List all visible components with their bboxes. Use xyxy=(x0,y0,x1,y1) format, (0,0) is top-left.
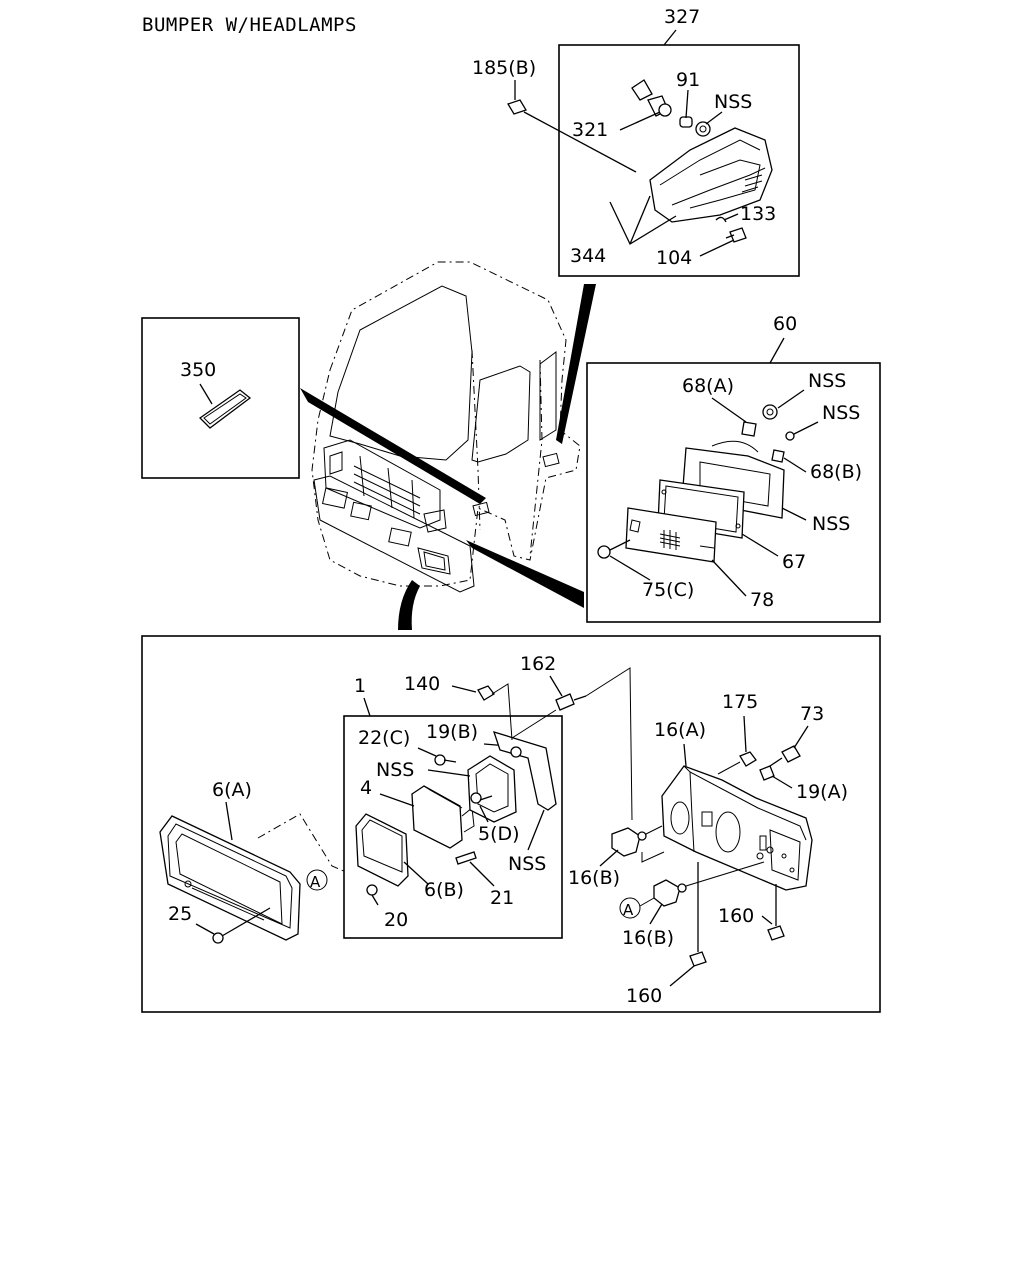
label-75c: 75(C) xyxy=(642,579,694,601)
label-nss-6: NSS xyxy=(508,853,546,875)
ref-a-2 xyxy=(619,897,641,919)
clip-185b xyxy=(507,99,527,115)
label-68a: 68(A) xyxy=(682,375,734,397)
label-185b: 185(B) xyxy=(472,57,536,79)
label-6b: 6(B) xyxy=(424,879,464,901)
label-nss-4: NSS xyxy=(812,513,850,535)
screw-75c xyxy=(597,539,631,559)
screw-104 xyxy=(725,227,747,243)
clip-133 xyxy=(715,216,727,223)
socket-321 xyxy=(631,79,672,117)
ref-a-1 xyxy=(306,869,328,891)
ref-a-1-label: A xyxy=(310,873,321,891)
bolt-73 xyxy=(769,745,801,767)
pin-21 xyxy=(455,851,477,865)
truck-cab xyxy=(311,261,581,593)
label-78: 78 xyxy=(750,589,774,611)
washer-nss-2 xyxy=(785,431,795,441)
label-68b: 68(B) xyxy=(810,461,862,483)
label-19b: 19(B) xyxy=(426,721,478,743)
label-60: 60 xyxy=(773,313,797,335)
label-91: 91 xyxy=(676,69,700,91)
label-4: 4 xyxy=(360,777,372,799)
label-20: 20 xyxy=(384,909,408,931)
headlamp-bracket xyxy=(467,731,557,823)
socket-nss xyxy=(762,404,778,420)
label-16b-2: 16(B) xyxy=(622,927,674,949)
label-160-b: 160 xyxy=(626,985,662,1007)
bezel-6a xyxy=(159,815,301,941)
box-327: 327 91 NSS xyxy=(558,6,800,277)
label-344: 344 xyxy=(570,245,606,267)
box-60: 60 68(A) NSS NSS xyxy=(586,313,881,623)
label-350: 350 xyxy=(180,359,216,381)
leader-wedge-bumper xyxy=(398,580,420,630)
box-1 xyxy=(343,715,563,939)
bracket-16a xyxy=(661,765,813,891)
label-nss-5: NSS xyxy=(376,759,414,781)
diagram-title: BUMPER W/HEADLAMPS xyxy=(142,14,357,36)
side-marker-lamp xyxy=(649,127,773,223)
label-16a: 16(A) xyxy=(654,719,706,741)
box-350: 350 xyxy=(141,317,300,479)
screw-25 xyxy=(212,907,271,944)
box-headlamp: 1 6(A) 25 A 6(B) xyxy=(141,635,881,1013)
label-104: 104 xyxy=(656,247,692,269)
bulb-68a xyxy=(741,421,757,437)
label-133: 133 xyxy=(740,203,776,225)
bracket-16b-upper xyxy=(611,825,663,857)
bolt-162 xyxy=(555,693,587,711)
nut-140 xyxy=(477,685,495,701)
label-67: 67 xyxy=(782,551,806,573)
reflector-350 xyxy=(198,389,252,429)
label-5d: 5(D) xyxy=(478,823,520,845)
label-160-a: 160 xyxy=(718,905,754,927)
headlamp-4 xyxy=(411,785,475,849)
label-nss-1: NSS xyxy=(714,91,752,113)
leader-wedge-327 xyxy=(556,284,596,444)
nut-175 xyxy=(739,751,757,767)
label-6a: 6(A) xyxy=(212,779,252,801)
screw-20 xyxy=(366,884,378,896)
label-nss-3: NSS xyxy=(822,402,860,424)
label-1: 1 xyxy=(354,675,366,697)
adjuster-5d xyxy=(470,792,493,804)
label-19a: 19(A) xyxy=(796,781,848,803)
ref-a-2-label: A xyxy=(623,901,634,919)
label-321: 321 xyxy=(572,119,608,141)
label-25: 25 xyxy=(168,903,192,925)
label-140: 140 xyxy=(404,673,440,695)
label-162: 162 xyxy=(520,653,556,675)
label-22c: 22(C) xyxy=(358,727,410,749)
label-175: 175 xyxy=(722,691,758,713)
label-21: 21 xyxy=(490,887,514,909)
screw-22c xyxy=(434,754,457,766)
label-nss-2: NSS xyxy=(808,370,846,392)
rim-6b xyxy=(355,813,409,887)
bulb-91 xyxy=(679,116,693,128)
label-327: 327 xyxy=(664,6,700,28)
leader-wedge-350 xyxy=(300,388,486,504)
bolt-160-lower xyxy=(689,862,707,967)
label-73: 73 xyxy=(800,703,824,725)
bulb-68b xyxy=(771,449,785,463)
leader-wedge-60 xyxy=(466,540,584,608)
washer-nss xyxy=(695,121,711,137)
label-16b-1: 16(B) xyxy=(568,867,620,889)
bracket-16b-lower xyxy=(653,861,765,907)
bolt-160-right xyxy=(767,884,785,941)
nut-19a xyxy=(759,765,775,781)
